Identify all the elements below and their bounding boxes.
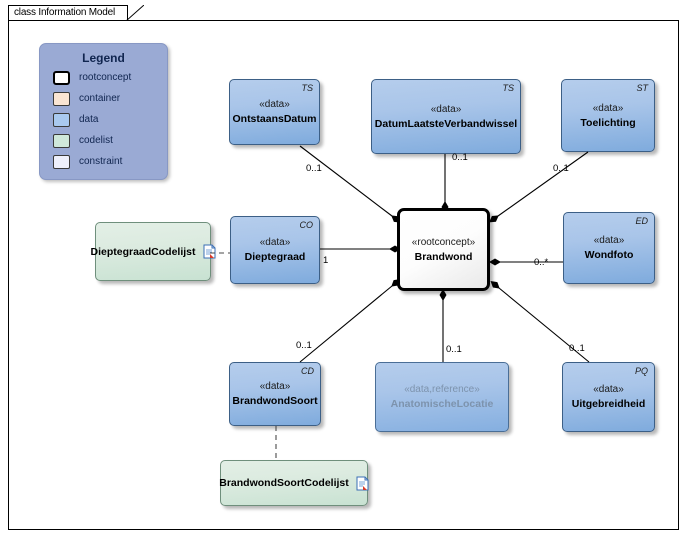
multiplicity-wondfoto: 0..*	[534, 257, 549, 268]
legend-item-constraint: constraint	[53, 153, 167, 170]
multiplicity-ontstaansdatum: 0..1	[306, 163, 322, 174]
class-anatomischelocatie[interactable]: «data,reference» AnatomischeLocatie	[375, 362, 509, 432]
class-datumlaatsteverbandwissel-stereotype: «data»	[430, 103, 462, 115]
legend-label-data: data	[79, 114, 99, 125]
class-wondfoto[interactable]: ED «data» Wondfoto	[563, 212, 655, 284]
class-wondfoto-tag: ED	[635, 216, 648, 226]
class-brandwondsoort-tag: CD	[301, 366, 314, 376]
class-datumlaatsteverbandwissel[interactable]: TS «data» DatumLaatsteVerbandwissel	[371, 79, 521, 154]
class-toelichting-name: Toelichting	[580, 116, 636, 129]
class-dieptegraad-stereotype: «data»	[259, 237, 291, 248]
diagram-frame-tab	[8, 5, 128, 21]
legend-swatch-rootconcept	[53, 70, 70, 85]
multiplicity-toelichting: 0..1	[553, 163, 569, 174]
class-ontstaansdatum-stereotype: «data»	[259, 99, 290, 110]
legend-label-container: container	[79, 93, 121, 104]
class-datumlaatsteverbandwissel-tag: TS	[502, 83, 514, 93]
class-brandwondsoortcodelijst-name: BrandwondSoortCodelijst	[219, 477, 349, 489]
class-uitgebreidheid-name: Uitgebreidheid	[571, 398, 646, 410]
legend-swatch-container	[53, 91, 70, 106]
class-wondfoto-stereotype: «data»	[593, 235, 625, 246]
legend-label-codelist: codelist	[79, 135, 113, 146]
legend-item-codelist: codelist	[53, 132, 167, 149]
legend-item-rootconcept: rootconcept	[53, 69, 167, 86]
class-anatomischelocatie-name: AnatomischeLocatie	[390, 398, 494, 410]
multiplicity-uitgebreidheid: 0..1	[569, 343, 585, 354]
class-brandwondsoort[interactable]: CD «data» BrandwondSoort	[229, 362, 321, 426]
class-brandwond-stereotype: «rootconcept»	[411, 236, 476, 248]
multiplicity-datumlaatsteverbandwissel: 0..1	[452, 152, 468, 163]
legend-item-data: data	[53, 111, 167, 128]
class-brandwondsoort-name: BrandwondSoort	[232, 395, 318, 407]
diagram-title: class Information Model	[14, 7, 116, 18]
class-dieptegraadcodelijst[interactable]: DieptegraadCodelijst	[90, 222, 216, 281]
legend-item-container: container	[53, 90, 167, 107]
multiplicity-brandwondsoort: 0..1	[296, 340, 312, 351]
class-ontstaansdatum-name: OntstaansDatum	[232, 113, 317, 125]
class-brandwond-name: Brandwond	[414, 250, 473, 263]
class-dieptegraadcodelijst-name: DieptegraadCodelijst	[90, 245, 196, 258]
class-brandwondsoortcodelijst[interactable]: BrandwondSoortCodelijst	[219, 460, 369, 506]
class-dieptegraad[interactable]: CO «data» Dieptegraad	[230, 216, 320, 284]
legend-panel: Legend rootconcept container data codeli…	[39, 43, 168, 180]
document-icon	[203, 244, 216, 259]
class-wondfoto-name: Wondfoto	[584, 249, 634, 261]
class-toelichting-stereotype: «data»	[592, 102, 624, 114]
legend-swatch-data	[53, 112, 70, 127]
legend-swatch-constraint	[53, 154, 70, 169]
class-anatomischelocatie-stereotype: «data,reference»	[404, 384, 480, 395]
legend-label-constraint: constraint	[79, 156, 123, 167]
diagram-frame-tab-slant	[126, 5, 144, 21]
class-ontstaansdatum[interactable]: TS «data» OntstaansDatum	[229, 79, 320, 145]
class-brandwondsoort-stereotype: «data»	[259, 381, 291, 392]
class-datumlaatsteverbandwissel-name: DatumLaatsteVerbandwissel	[374, 117, 518, 130]
multiplicity-dieptegraad: 1	[323, 255, 329, 266]
class-dieptegraad-tag: CO	[299, 220, 314, 230]
class-uitgebreidheid-stereotype: «data»	[593, 384, 624, 395]
multiplicity-anatomischelocatie: 0..1	[446, 344, 462, 355]
class-toelichting[interactable]: ST «data» Toelichting	[561, 79, 655, 152]
class-toelichting-tag: ST	[636, 83, 648, 93]
document-icon	[356, 476, 369, 490]
legend-label-rootconcept: rootconcept	[79, 72, 132, 83]
legend-swatch-codelist	[53, 133, 70, 148]
class-uitgebreidheid[interactable]: PQ «data» Uitgebreidheid	[562, 362, 655, 432]
class-dieptegraad-name: Dieptegraad	[244, 251, 306, 263]
class-ontstaansdatum-tag: TS	[301, 83, 313, 93]
class-brandwond[interactable]: «rootconcept» Brandwond	[397, 208, 490, 291]
legend-title: Legend	[82, 51, 125, 65]
class-uitgebreidheid-tag: PQ	[634, 366, 648, 376]
